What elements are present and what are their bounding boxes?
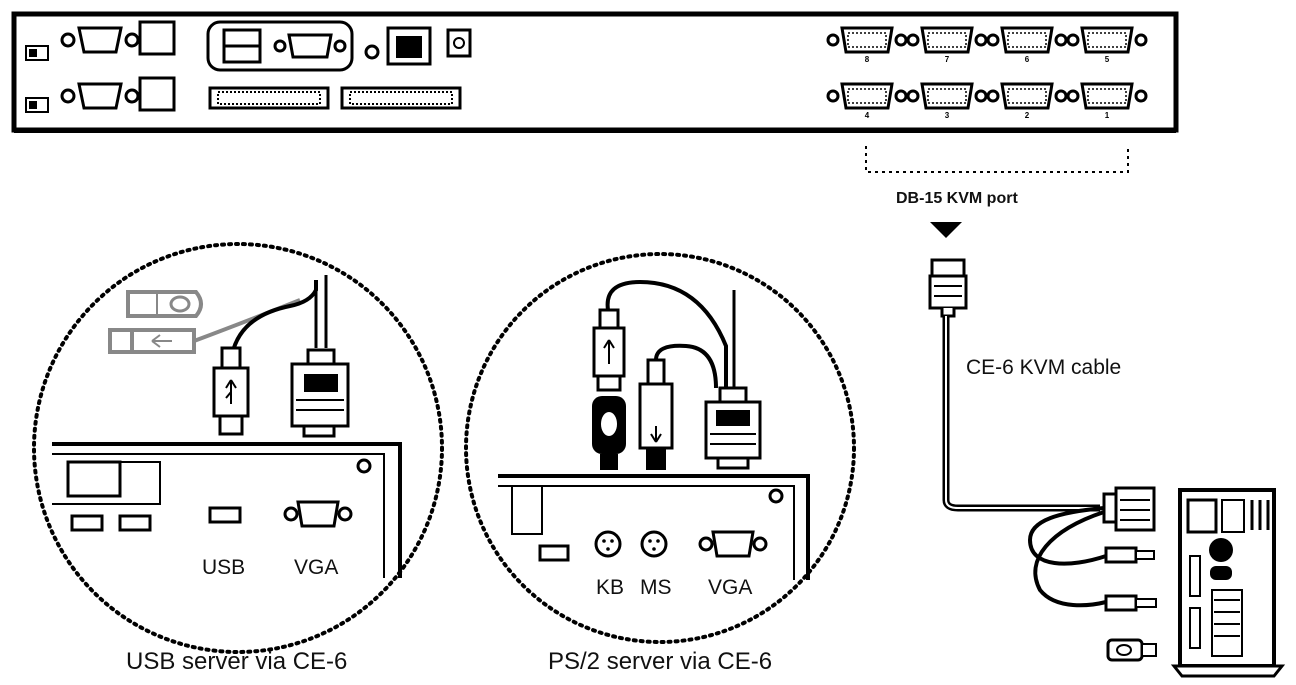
kvm-port: 5 [1066, 26, 1148, 64]
kvm-port-label: DB-15 KVM port [896, 190, 1018, 207]
serial-port-icon [60, 26, 140, 54]
power-jack-icon [446, 28, 472, 58]
ps2-port-ms-icon [640, 530, 668, 558]
lan-port-icon [138, 76, 176, 112]
kvm-port-number: 1 [1105, 111, 1110, 120]
serial-port-icon [60, 82, 140, 110]
usb-icon [212, 346, 250, 436]
kvm-port-number: 4 [865, 111, 870, 120]
vga-connector-icon [290, 348, 350, 438]
usb-server-detail [32, 242, 444, 654]
lan-port-icon [138, 20, 176, 56]
kvm-port: 2 [986, 82, 1068, 120]
kvm-port: 6 [986, 26, 1068, 64]
kvm-port-bank: 8 7 6 5 4 3 2 1 [826, 26, 1148, 120]
ms-port-label: MS [640, 576, 672, 599]
usb-icon [1104, 594, 1138, 612]
kvm-port-number: 2 [1025, 111, 1030, 120]
usb-server-caption: USB server via CE-6 [126, 648, 348, 675]
ps2-server-caption: PS/2 server via CE-6 [548, 648, 773, 675]
kvm-port: 1 [1066, 82, 1148, 120]
kvm-port: 3 [906, 82, 988, 120]
vga-connector-icon [273, 33, 347, 59]
vga-port-label-left: VGA [294, 556, 339, 579]
kvm-port: 4 [826, 82, 908, 120]
kvm-port-number: 8 [865, 55, 870, 64]
scsi-port-icon [340, 86, 462, 110]
reset-button-icon [364, 44, 380, 60]
cable-label: CE-6 KVM cable [966, 356, 1122, 379]
kvm-port-bracket [865, 146, 1129, 173]
scsi-port-icon [208, 86, 330, 110]
kvm-port-number: 7 [945, 55, 950, 64]
kb-port-label: KB [596, 576, 625, 599]
ps2-connector-icon [1104, 546, 1138, 564]
kvm-port-number: 6 [1025, 55, 1030, 64]
usb-icon [592, 308, 626, 392]
usb-port-label: USB [202, 556, 246, 579]
kvm-switch-rear-panel: 8 7 6 5 4 3 2 1 [11, 11, 1179, 133]
kvm-port-number: 5 [1105, 55, 1110, 64]
arrow-down-icon [930, 222, 962, 238]
usb-adapter-icon [1106, 638, 1144, 662]
usb-port-icon [538, 544, 570, 562]
usb-port-icon [208, 506, 242, 524]
vga-connector-icon [704, 386, 762, 470]
vga-port-label-right: VGA [708, 576, 753, 599]
kvm-port: 8 [826, 26, 908, 64]
usb-adapter-icon [126, 290, 160, 318]
vga-port-icon [296, 500, 340, 528]
vga-port-icon [711, 530, 755, 558]
ps2-port-kb-icon [594, 530, 622, 558]
usb-port-icon [70, 514, 104, 532]
usb-port-icon [118, 514, 152, 532]
kvm-port: 7 [906, 26, 988, 64]
ps2-connector-icon [638, 358, 674, 470]
ps2-connector-icon [592, 396, 626, 470]
ps2-server-detail [464, 252, 856, 644]
kvm-port-number: 3 [945, 111, 950, 120]
computer-tower-icon [1170, 488, 1286, 678]
ce6-cable [928, 258, 1157, 662]
